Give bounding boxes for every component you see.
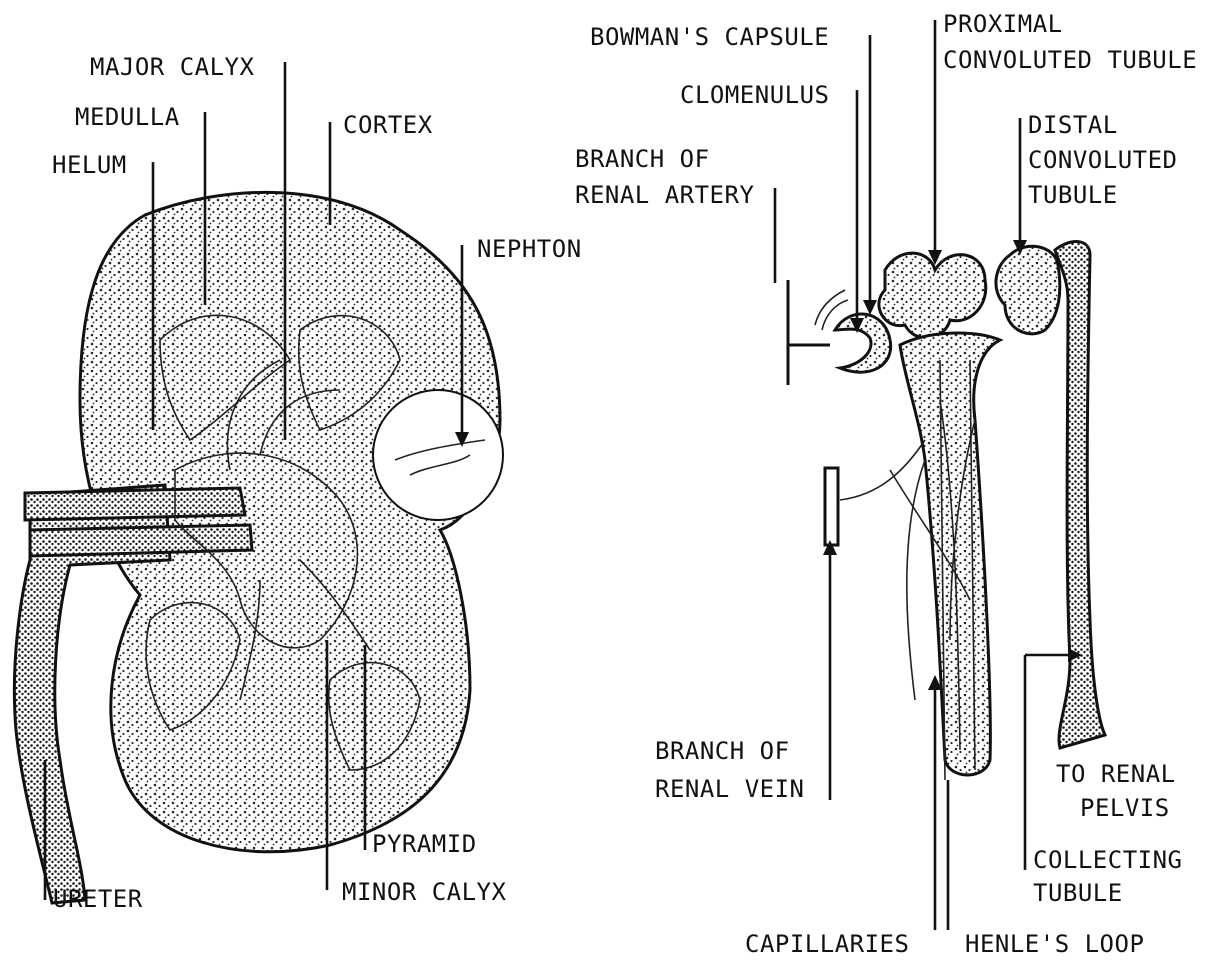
renal-artery-branch — [788, 280, 830, 385]
collecting-tubule — [1055, 242, 1105, 748]
nephron-highlight — [373, 390, 503, 520]
renal-vessel-upper — [25, 488, 245, 520]
label-artery-line2: RENAL ARTERY — [575, 181, 754, 209]
label-vein-line1: BRANCH OF — [655, 737, 790, 765]
label-distal-line3: TUBULE — [1028, 181, 1118, 209]
label-collecting-line1: COLLECTING — [1033, 846, 1183, 874]
label-bowmans-capsule: BOWMAN'S CAPSULE — [590, 23, 829, 51]
label-distal-line2: CONVOLUTED — [1028, 146, 1178, 174]
label-pelvis-line1: TO RENAL — [1056, 760, 1176, 788]
descending-loop — [900, 333, 1000, 775]
label-artery-line1: BRANCH OF — [575, 145, 710, 173]
label-ureter: URETER — [53, 885, 143, 913]
label-nephton: NEPHTON — [477, 235, 582, 263]
proximal-tubule-coils — [879, 253, 986, 338]
label-henles-loop: HENLE'S LOOP — [965, 930, 1144, 958]
nephron-label-group: BOWMAN'S CAPSULE CLOMENULUS PROXIMAL CON… — [575, 10, 1197, 958]
label-minor-calyx: MINOR CALYX — [342, 878, 506, 906]
label-pelvis-line2: PELVIS — [1080, 794, 1170, 822]
renal-vein-branch — [825, 468, 838, 545]
distal-tubule-coils — [996, 246, 1060, 334]
label-proximal-line1: PROXIMAL — [943, 10, 1063, 38]
label-vein-line2: RENAL VEIN — [655, 775, 805, 803]
label-major-calyx: MAJOR CALYX — [90, 53, 254, 81]
label-capillaries: CAPILLARIES — [745, 930, 909, 958]
label-helum: HELUM — [52, 151, 127, 179]
label-cortex: CORTEX — [343, 111, 433, 139]
renal-vessel-lower — [30, 525, 252, 556]
label-collecting-line2: TUBULE — [1033, 879, 1123, 907]
glomerulus-capsule — [835, 314, 891, 372]
label-distal-line1: DISTAL — [1028, 111, 1118, 139]
nephron-illustration — [788, 242, 1105, 780]
label-medulla: MEDULLA — [75, 103, 180, 131]
label-proximal-line2: CONVOLUTED TUBULE — [943, 46, 1197, 74]
label-clomenulus: CLOMENULUS — [680, 81, 830, 109]
label-pyramid: PYRAMID — [372, 830, 477, 858]
kidney-illustration — [14, 192, 503, 903]
